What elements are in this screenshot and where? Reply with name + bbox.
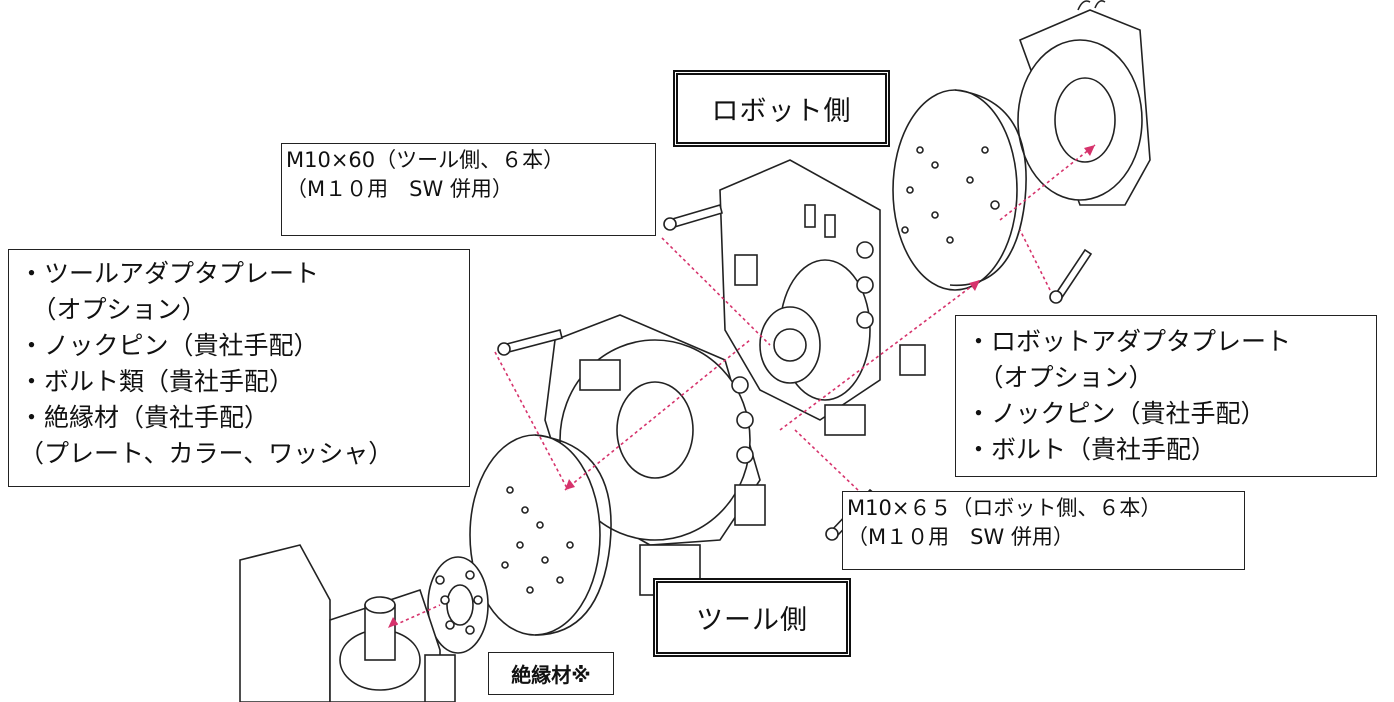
leader-lines	[394, 144, 1096, 626]
arrow-heads	[388, 145, 1095, 628]
robot-bolt-spec-box: M10×６５（ロボット側、６本） （M１０用 SW 併用）	[842, 491, 1245, 570]
tool-side-part-item: ・ツールアダプタプレート	[19, 259, 320, 288]
tool-side-part-item: ・ノックピン（貴社手配）	[19, 331, 319, 360]
tool-bolt-spec-line1: M10×60（ツール側、６本）	[286, 148, 565, 172]
tool-side-part-item: ・ボルト類（貴社手配）	[19, 367, 295, 396]
tool-side-part-item: （オプション）	[19, 295, 207, 324]
tool-side-parts-box: ・ツールアダプタプレート （オプション） ・ノックピン（貴社手配） ・ボルト類（…	[8, 249, 470, 487]
tool-bolt-spec-line2: （M１０用 SW 併用）	[286, 177, 513, 201]
insulator-ring	[427, 556, 489, 654]
robot-bolt-spec-line2: （M１０用 SW 併用）	[847, 525, 1074, 549]
insulator-label: 絶縁材※	[488, 652, 614, 695]
tool-side-part-item: （プレート、カラー、ワッシャ）	[19, 439, 394, 468]
tool-side-label: ツール側	[653, 578, 851, 657]
robot-side-parts-box: ・ロボットアダプタプレート （オプション） ・ノックピン（貴社手配） ・ボルト（…	[955, 315, 1377, 477]
tool-side-changer	[544, 314, 766, 596]
robot-adapter-plate	[892, 89, 1027, 291]
robot-side-part-item: ・ノックピン（貴社手配）	[966, 399, 1266, 428]
robot-side-part-item: （オプション）	[966, 363, 1154, 392]
tool-flange	[239, 544, 456, 702]
robot-side-part-item: ・ロボットアダプタプレート	[966, 327, 1292, 356]
tool-side-part-item: ・絶縁材（貴社手配）	[19, 403, 270, 432]
robot-side-changer	[719, 159, 926, 436]
tool-bolt-spec-box: M10×60（ツール側、６本） （M１０用 SW 併用）	[281, 143, 656, 236]
robot-side-part-item: ・ボルト（貴社手配）	[966, 435, 1217, 464]
robot-side-label: ロボット側	[673, 70, 890, 147]
robot-bolt-spec-line1: M10×６５（ロボット側、６本）	[847, 496, 1162, 520]
robot-flange	[1017, 0, 1151, 206]
